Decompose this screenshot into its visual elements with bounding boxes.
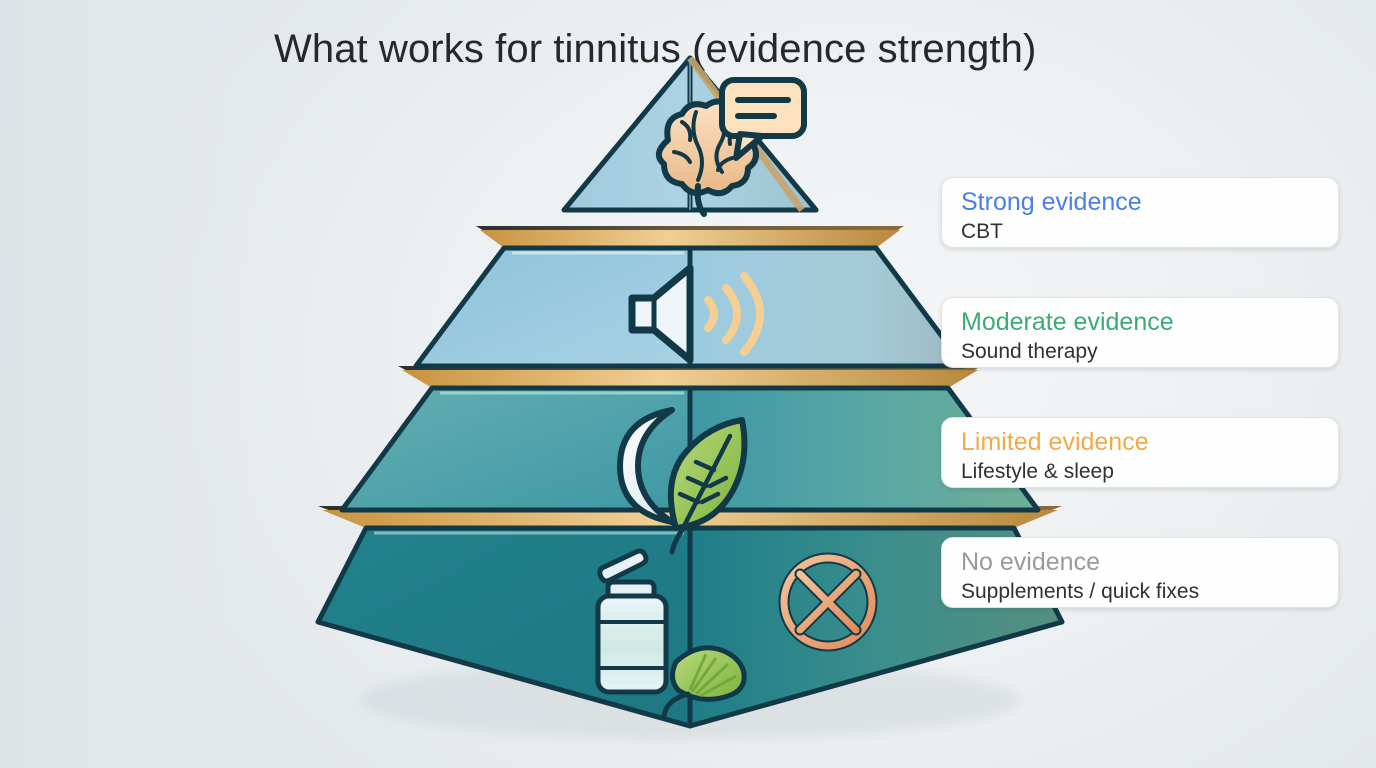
legend-card-item: Lifestyle & sleep <box>961 460 1114 483</box>
legend-card-level: No evidence <box>961 548 1100 576</box>
legend-card-limited-evidence[interactable]: Limited evidence Lifestyle & sleep <box>941 417 1339 488</box>
legend-card-item: Supplements / quick fixes <box>961 580 1200 603</box>
pyramid-tier-2[interactable] <box>413 226 967 369</box>
tier-3-gold-rim <box>402 370 978 388</box>
tier-2-right-face <box>687 245 967 369</box>
tier-2-gold-rim <box>480 230 900 248</box>
page-title: What works for tinnitus (evidence streng… <box>274 27 1037 71</box>
legend-card-strong-evidence[interactable]: Strong evidence CBT <box>941 177 1339 248</box>
legend-card-item: Sound therapy <box>961 340 1098 363</box>
brain-speech-bubble-icon <box>655 77 807 217</box>
legend-card-level: Strong evidence <box>961 188 1142 216</box>
legend-card-item: CBT <box>961 220 1003 243</box>
moon-leaf-icon <box>617 407 748 555</box>
legend-card-no-evidence[interactable]: No evidence Supplements / quick fixes <box>941 537 1339 608</box>
speaker-sound-waves-icon <box>628 264 764 364</box>
legend-card-level: Moderate evidence <box>961 308 1174 336</box>
pyramid-tier-1[interactable] <box>561 55 819 217</box>
evidence-pyramid-graphic <box>315 55 1065 740</box>
legend-card-level: Limited evidence <box>961 428 1149 456</box>
legend-card-moderate-evidence[interactable]: Moderate evidence Sound therapy <box>941 297 1339 368</box>
supplement-bottle-ginkgo-prohibited-icon <box>595 548 878 719</box>
